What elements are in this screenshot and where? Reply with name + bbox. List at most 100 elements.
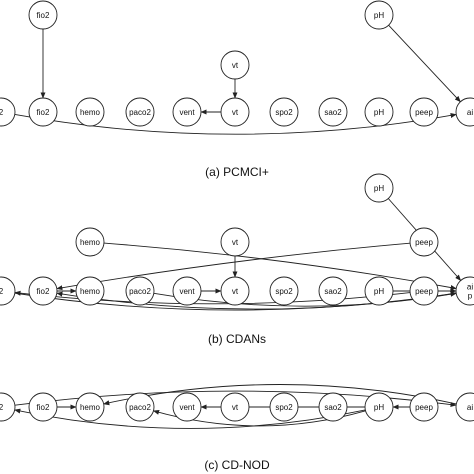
node-circle (28, 276, 58, 306)
node-circle (364, 97, 394, 127)
node-circle (0, 97, 16, 127)
node-circle (220, 97, 250, 127)
node-b-hemo_top: hemo (75, 227, 105, 257)
node-circle (75, 392, 105, 422)
node-b-peep: peep (409, 276, 439, 306)
node-label: vent (179, 287, 195, 296)
node-label: 2 (0, 108, 4, 117)
node-label: pH (374, 287, 384, 296)
node-circle (269, 276, 299, 306)
node-circle (75, 97, 105, 127)
node-label: sao2 (324, 287, 342, 296)
node-a-peep: peep (409, 97, 439, 127)
node-circle (172, 392, 202, 422)
node-a-fio2: fio2 (28, 97, 58, 127)
node-circle (409, 276, 439, 306)
node-circle (318, 97, 348, 127)
node-label: sao2 (324, 108, 342, 117)
node-circle (318, 392, 348, 422)
node-circle (0, 392, 16, 422)
node-b-vent: vent (172, 276, 202, 306)
node-circle (125, 97, 155, 127)
node-label: vt (232, 287, 239, 296)
node-circle (220, 392, 250, 422)
node-circle (172, 276, 202, 306)
node-circle (269, 97, 299, 127)
node-label: peep (415, 403, 433, 412)
node-label: sao2 (324, 403, 342, 412)
node-circle (220, 276, 250, 306)
node-label: pH (374, 184, 384, 193)
node-c-hemo: hemo (75, 392, 105, 422)
node-label: 2 (0, 287, 4, 296)
node-c-air: ai (455, 392, 474, 422)
node-circle (75, 227, 105, 257)
node-label: fio2 (37, 11, 50, 20)
node-label: 2 (0, 403, 4, 412)
node-circle (455, 276, 474, 306)
node-c-fio2: fio2 (28, 392, 58, 422)
nodes-layer: fio2 vt pH 2 fio2 hemo paco2 vent vt spo2 sao2 pH pe… (0, 0, 474, 422)
node-label: hemo (80, 287, 101, 296)
node-label: ai (467, 108, 473, 117)
node-circle (364, 173, 394, 203)
edge-c-n0-to-air (14, 390, 457, 408)
node-a-air: ai (455, 97, 474, 127)
node-label: spo2 (275, 108, 293, 117)
caption-pcmci: (a) PCMCI+ (205, 165, 269, 179)
node-b-fio2: fio2 (28, 276, 58, 306)
node-c-n0: 2 (0, 392, 16, 422)
edge-a-n0-to-air (14, 112, 457, 135)
node-a-ph_top: pH (364, 0, 394, 30)
node-label: pH (374, 11, 384, 20)
node-circle (455, 392, 474, 422)
node-a-sao2: sao2 (318, 97, 348, 127)
node-circle (409, 392, 439, 422)
node-b-peep_top: peep (409, 227, 439, 257)
node-label: vent (179, 403, 195, 412)
node-label: paco2 (129, 108, 151, 117)
node-label: hemo (80, 108, 101, 117)
node-b-ph: pH (364, 276, 394, 306)
node-c-ph: pH (364, 392, 394, 422)
node-label: vt (232, 61, 239, 70)
node-label: paco2 (129, 287, 151, 296)
node-a-spo2: spo2 (269, 97, 299, 127)
node-circle (409, 97, 439, 127)
node-a-vent: vent (172, 97, 202, 127)
node-circle (75, 276, 105, 306)
node-circle (28, 392, 58, 422)
node-a-fio2_top: fio2 (28, 0, 58, 30)
edge-b-peep_top-to-fio2 (56, 242, 411, 291)
node-c-peep: peep (409, 392, 439, 422)
node-label: ai (467, 283, 473, 292)
node-label: fio2 (37, 108, 50, 117)
node-b-spo2: spo2 (269, 276, 299, 306)
node-circle (125, 276, 155, 306)
node-a-hemo: hemo (75, 97, 105, 127)
node-b-sao2: sao2 (318, 276, 348, 306)
node-label: pH (374, 403, 384, 412)
node-circle (0, 276, 16, 306)
node-a-n0: 2 (0, 97, 16, 127)
node-label: fio2 (37, 287, 50, 296)
node-a-paco2: paco2 (125, 97, 155, 127)
edges-layer (14, 24, 462, 429)
node-label: hemo (80, 403, 101, 412)
node-label: p (468, 292, 473, 301)
node-label: pH (374, 108, 384, 117)
edge-b-hemo_top-to-air (103, 242, 457, 290)
edge-a-ph_top-to-air (388, 24, 461, 103)
node-circle (318, 276, 348, 306)
node-circle (364, 276, 394, 306)
caption-cdnod: (c) CD-NOD (204, 458, 270, 472)
node-c-spo2: spo2 (269, 392, 299, 422)
node-label: peep (415, 287, 433, 296)
node-circle (409, 227, 439, 257)
node-b-vt: vt (220, 276, 250, 306)
node-label: ai (467, 403, 473, 412)
node-b-n0: 2 (0, 276, 16, 306)
node-label: hemo (80, 238, 101, 247)
node-b-ph_top: pH (364, 173, 394, 203)
